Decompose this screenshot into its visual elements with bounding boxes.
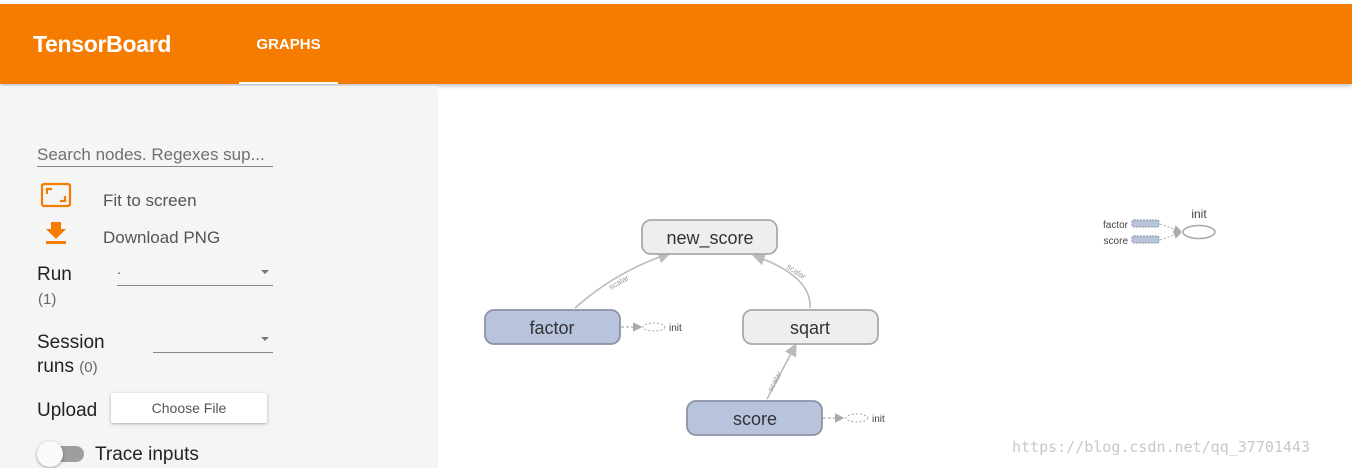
session-runs-word: runs bbox=[37, 356, 74, 377]
aux-init-label: init bbox=[1191, 207, 1207, 221]
node-score[interactable]: score bbox=[686, 400, 823, 436]
node-label: sqart bbox=[790, 318, 830, 338]
choose-file-button[interactable]: Choose File bbox=[111, 393, 267, 423]
edge-factor-new-score bbox=[574, 251, 672, 309]
fit-to-screen-label[interactable]: Fit to screen bbox=[103, 191, 197, 210]
run-label: Run bbox=[37, 264, 72, 285]
aux-score-label: score bbox=[1104, 236, 1129, 247]
run-select-value: . bbox=[117, 261, 121, 277]
app-brand: TensorBoard bbox=[33, 31, 172, 57]
session-runs-count: (0) bbox=[79, 359, 98, 376]
init-stub-factor[interactable]: init bbox=[621, 322, 682, 334]
fit-to-screen-icon[interactable] bbox=[40, 182, 72, 208]
download-png-label[interactable]: Download PNG bbox=[103, 228, 221, 247]
node-label: factor bbox=[529, 318, 574, 338]
search-input[interactable]: Search nodes. Regexes sup... bbox=[37, 144, 273, 167]
edge-score-sqart bbox=[766, 343, 797, 400]
app-header: TensorBoard GRAPHS bbox=[0, 4, 1352, 84]
init-label: init bbox=[872, 414, 885, 425]
chevron-down-icon bbox=[261, 270, 269, 274]
tab-graphs-label: GRAPHS bbox=[256, 36, 321, 53]
session-runs-select[interactable] bbox=[153, 332, 273, 353]
aux-init-node[interactable]: init factor score bbox=[1103, 207, 1216, 247]
watermark: https://blog.csdn.net/qq_37701443 bbox=[1012, 438, 1311, 456]
run-count: (1) bbox=[38, 291, 57, 308]
chevron-down-icon bbox=[261, 337, 269, 341]
run-select[interactable]: . bbox=[117, 261, 273, 286]
top-strip bbox=[0, 0, 1352, 4]
node-label: score bbox=[733, 409, 777, 429]
tab-graphs[interactable]: GRAPHS bbox=[239, 4, 338, 84]
session-runs-label: Session bbox=[37, 332, 105, 353]
trace-inputs-label: Trace inputs bbox=[95, 444, 199, 465]
tab-active-indicator bbox=[239, 82, 338, 84]
node-factor[interactable]: factor bbox=[484, 309, 621, 345]
trace-inputs-toggle-knob[interactable] bbox=[37, 441, 63, 467]
aux-factor-label: factor bbox=[1103, 220, 1129, 231]
edge-sqart-new-score bbox=[751, 253, 811, 309]
upload-label: Upload bbox=[37, 400, 98, 421]
download-icon[interactable] bbox=[44, 220, 68, 246]
init-label: init bbox=[669, 323, 682, 334]
node-sqart[interactable]: sqart bbox=[742, 309, 879, 345]
session-runs-label-line2: runs (0) bbox=[37, 356, 98, 378]
sidebar: Search nodes. Regexes sup... Fit to scre… bbox=[0, 86, 438, 468]
edge-label-scalar: scalar bbox=[766, 370, 784, 393]
node-label: new_score bbox=[666, 228, 753, 249]
init-stub-score[interactable]: init bbox=[823, 413, 885, 425]
node-new-score[interactable]: new_score bbox=[641, 219, 778, 255]
graph-canvas[interactable]: scalar scalar scalar new_score factor sq… bbox=[438, 86, 1352, 468]
